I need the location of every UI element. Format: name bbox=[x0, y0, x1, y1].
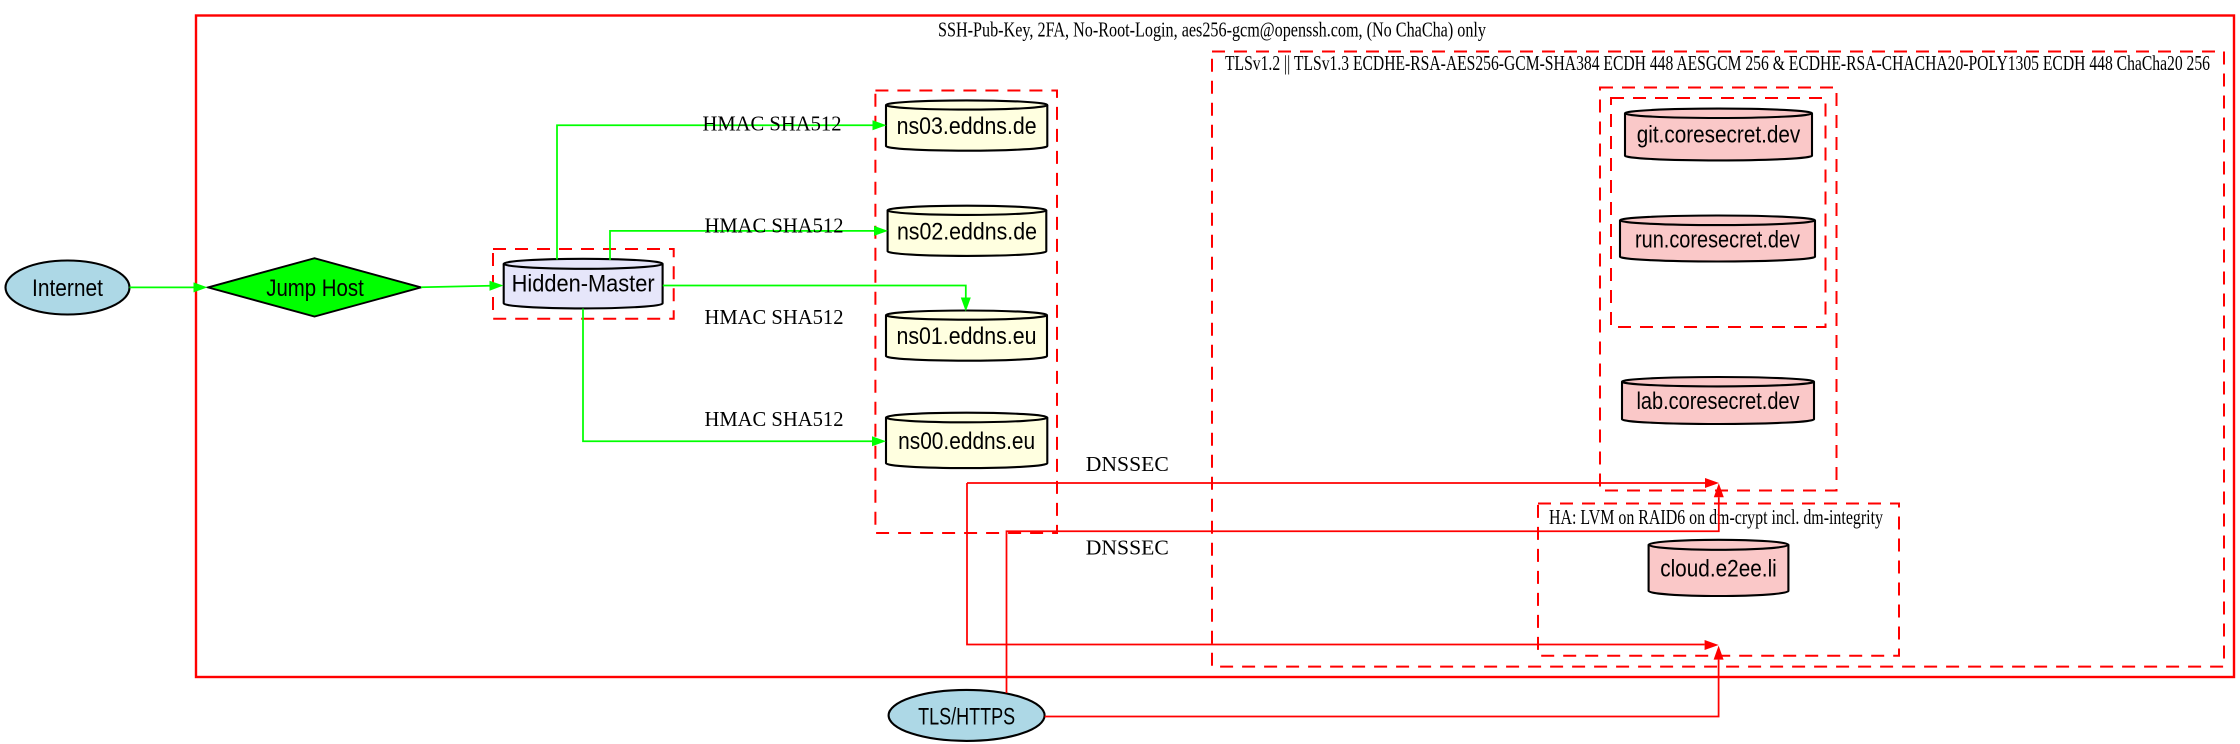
svg-text:lab.coresecret.dev: lab.coresecret.dev bbox=[1637, 388, 1800, 415]
svg-text:cloud.e2ee.li: cloud.e2ee.li bbox=[1660, 556, 1777, 583]
svg-text:TLS/HTTPS: TLS/HTTPS bbox=[918, 704, 1015, 731]
svg-text:HMAC SHA512: HMAC SHA512 bbox=[703, 112, 842, 136]
svg-text:git.coresecret.dev: git.coresecret.dev bbox=[1637, 122, 1801, 149]
svg-text:HMAC SHA512: HMAC SHA512 bbox=[705, 407, 844, 431]
svg-text:SSH-Pub-Key, 2FA, No-Root-Logi: SSH-Pub-Key, 2FA, No-Root-Login, aes256-… bbox=[938, 18, 1486, 42]
svg-text:HMAC SHA512: HMAC SHA512 bbox=[705, 214, 844, 238]
svg-text:ns00.eddns.eu: ns00.eddns.eu bbox=[898, 428, 1035, 455]
svg-text:ns01.eddns.eu: ns01.eddns.eu bbox=[897, 323, 1037, 350]
svg-text:ns03.eddns.de: ns03.eddns.de bbox=[897, 113, 1037, 140]
svg-text:HA: LVM on RAID6 on dm-crypt i: HA: LVM on RAID6 on dm-crypt incl. dm-in… bbox=[1549, 505, 1883, 529]
svg-text:run.coresecret.dev: run.coresecret.dev bbox=[1635, 226, 1800, 253]
svg-text:DNSSEC: DNSSEC bbox=[1086, 452, 1169, 476]
svg-text:HMAC SHA512: HMAC SHA512 bbox=[705, 305, 844, 329]
svg-text:ns02.eddns.de: ns02.eddns.de bbox=[897, 218, 1037, 245]
svg-text:TLSv1.2 || TLSv1.3 ECDHE-RSA-A: TLSv1.2 || TLSv1.3 ECDHE-RSA-AES256-GCM-… bbox=[1225, 51, 2210, 75]
svg-text:Jump Host: Jump Host bbox=[266, 275, 364, 302]
svg-text:Internet: Internet bbox=[32, 275, 103, 302]
svg-text:DNSSEC: DNSSEC bbox=[1086, 536, 1169, 560]
svg-text:Hidden-Master: Hidden-Master bbox=[512, 271, 655, 298]
